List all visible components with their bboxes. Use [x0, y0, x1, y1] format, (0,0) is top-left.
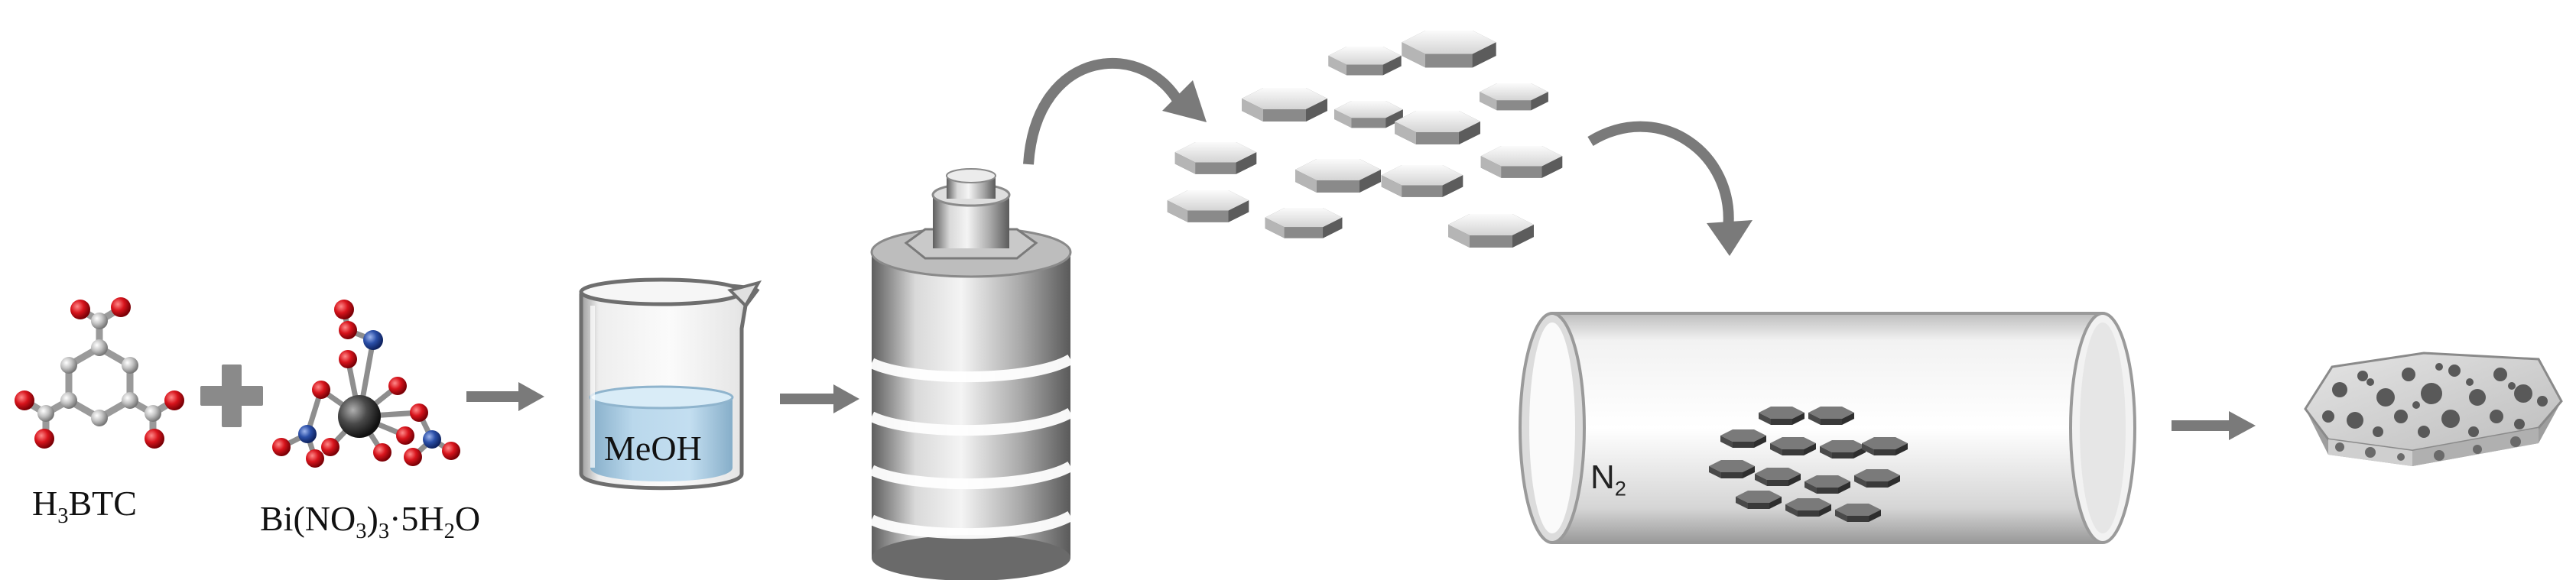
solvent-label: MeOH — [604, 428, 702, 468]
arrow-icon — [780, 384, 859, 413]
h3btc-molecule-icon — [15, 297, 184, 449]
mof-plates-icon — [1168, 31, 1562, 248]
autoclave-icon — [872, 169, 1070, 580]
gas-label: N2 — [1590, 458, 1626, 497]
porous-hexagon-icon — [2305, 353, 2561, 466]
arrow-icon — [2172, 411, 2256, 440]
curved-arrow-icon — [1590, 127, 1753, 256]
metal-salt-label: Bi(NO3)3·5H2O — [260, 498, 480, 539]
arrow-icon — [466, 382, 544, 411]
ligand-label: H3BTC — [32, 483, 137, 523]
plus-icon — [200, 365, 263, 427]
bismuth-nitrate-molecule-icon — [272, 300, 460, 468]
curved-arrow-icon — [1028, 63, 1207, 164]
tube-furnace-icon — [1520, 313, 2135, 543]
